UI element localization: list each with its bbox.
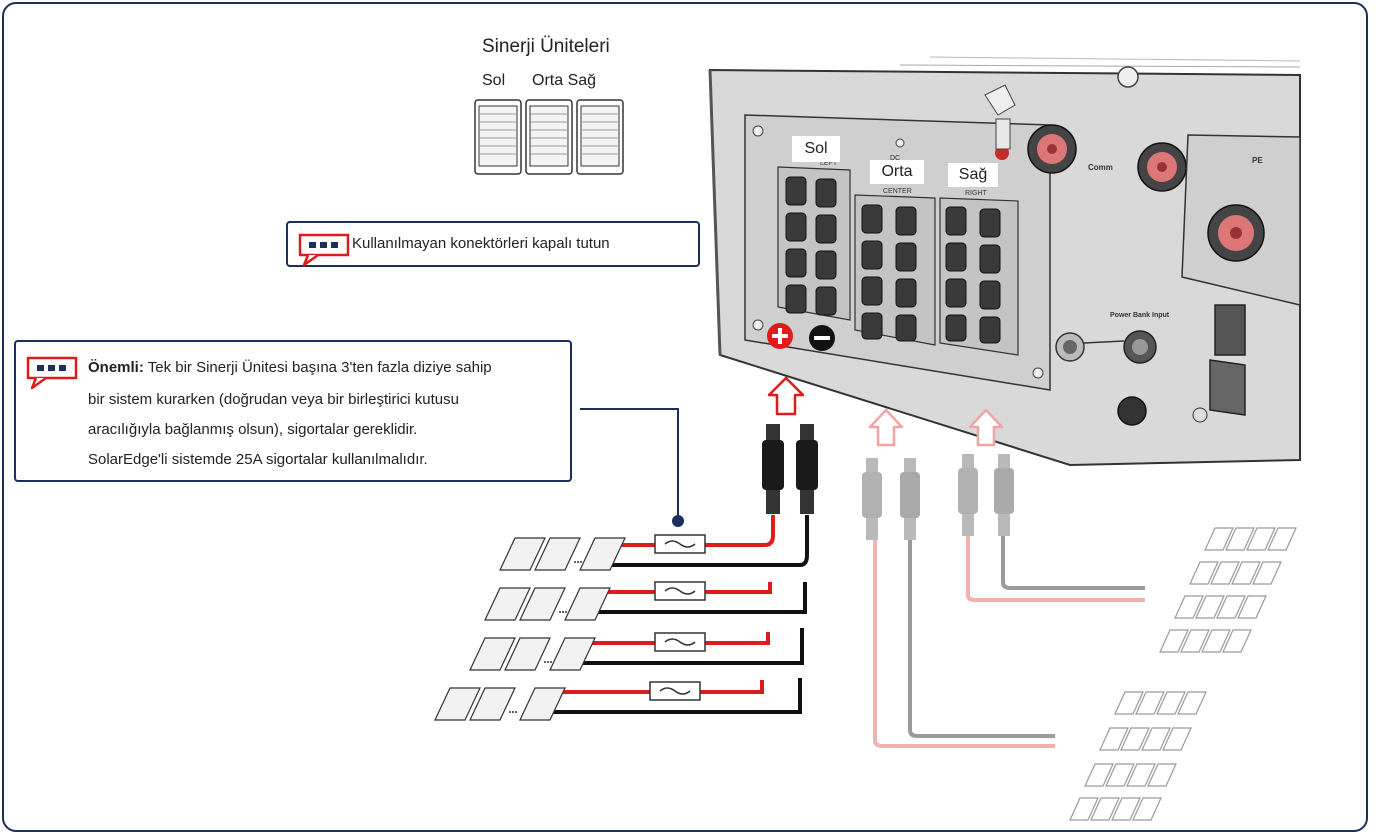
- panel-mark-comm: Comm: [1088, 163, 1113, 172]
- callout-important-line2: bir sistem kurarken (doğrudan veya bir b…: [88, 391, 459, 408]
- power-bank-connectors: [1055, 330, 1157, 426]
- synergy-units-title: Sinerji Üniteleri: [482, 36, 610, 57]
- positive-marker: [767, 323, 793, 349]
- callout-important: Önemli: Tek bir Sinerji Ünitesi başına 3…: [14, 340, 572, 482]
- callout-important-line4: SolarEdge'li sistemde 25A sigortalar kul…: [88, 451, 428, 468]
- panel-mark-pe: PE: [1252, 156, 1263, 165]
- callout-important-line3: aracılığıyla bağlanmış olsun), sigortala…: [88, 421, 418, 438]
- comm-glands: [984, 84, 1187, 192]
- panel-mark-power-bank: Power Bank Input: [1110, 312, 1170, 319]
- inverter-panel: LEFT DC CENTER RIGHT Comm PE Power Bank …: [708, 56, 1301, 467]
- connector-label-right: Sağ: [948, 163, 998, 187]
- callout-unused-connectors-text: Kullanılmayan konektörleri kapalı tutun: [352, 235, 610, 252]
- connector-label-left: Sol: [792, 136, 840, 162]
- callout-unused-connectors: Kullanılmayan konektörleri kapalı tutun: [286, 221, 700, 267]
- synergy-units-icon: [474, 99, 624, 175]
- chat-bubble-icon: [26, 356, 78, 390]
- connector-label-center: Orta: [870, 160, 924, 184]
- panel-mark-right: RIGHT: [965, 190, 988, 197]
- synergy-unit-box-left: [474, 99, 522, 175]
- dc-connectors: [785, 176, 1001, 344]
- chat-bubble-icon: [298, 233, 350, 267]
- panel-mark-dc: DC: [890, 155, 900, 162]
- synergy-unit-left-label: Sol: [482, 72, 506, 89]
- callout-important-heading: Önemli:: [88, 359, 144, 376]
- synergy-unit-box-center: [525, 99, 573, 175]
- synergy-unit-center-right-label: Orta Sağ: [532, 72, 597, 89]
- callout-important-line1: Önemli: Tek bir Sinerji Ünitesi başına 3…: [88, 359, 492, 376]
- synergy-unit-box-right: [576, 99, 624, 175]
- panel-mark-left: LEFT: [820, 160, 838, 167]
- panel-mark-center: CENTER: [883, 188, 912, 195]
- negative-marker: [809, 325, 835, 351]
